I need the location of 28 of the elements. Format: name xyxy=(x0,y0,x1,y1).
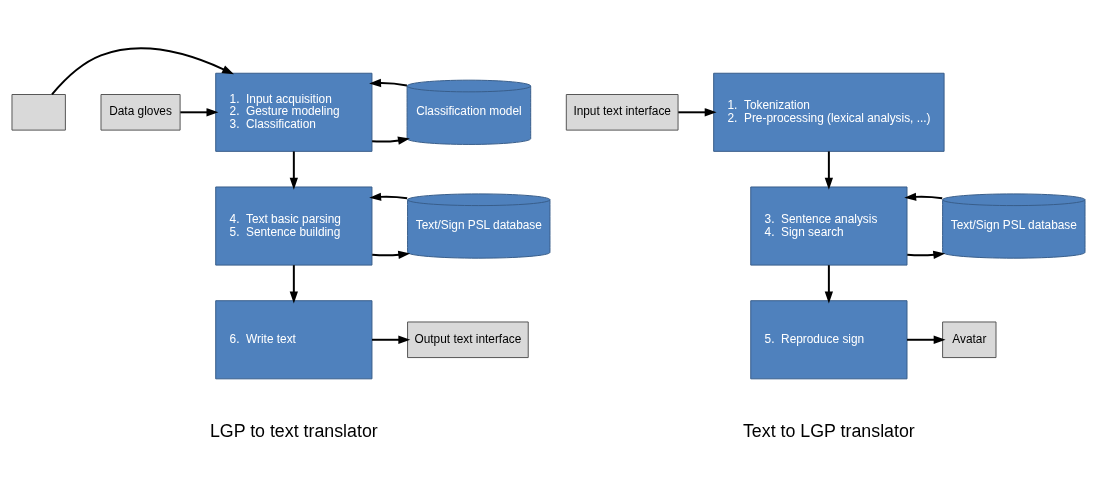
node-box: 1. Input acquisition 2. Gesture modeling 3. Classification xyxy=(215,72,373,152)
arrow xyxy=(824,264,834,304)
node-box: 3. Sentence analysis 4. Sign search xyxy=(750,186,908,266)
node-box: Avatar xyxy=(942,321,997,359)
arrow xyxy=(179,108,219,117)
arrow xyxy=(371,335,411,344)
arrow xyxy=(824,150,834,190)
arrow xyxy=(906,335,946,344)
node-box: 5. Reproduce sign xyxy=(750,300,908,380)
arrow xyxy=(371,250,411,259)
node-box: 1. Tokenization 2. Pre-processing (lexical analysis, ...) xyxy=(713,72,945,152)
arrow xyxy=(51,47,234,96)
node-box: Output text interface xyxy=(407,321,529,359)
arrow xyxy=(904,192,944,201)
arrow xyxy=(371,136,410,145)
arrow xyxy=(289,150,298,190)
arrow xyxy=(677,108,717,117)
node-box: Data gloves xyxy=(100,94,181,131)
node-box: 4. Text basic parsing 5. Sentence building xyxy=(215,186,373,266)
arrow xyxy=(906,250,946,259)
label: LGP to text translator xyxy=(209,420,378,441)
node-box: 6. Write text xyxy=(215,300,373,380)
label: Text to LGP translator xyxy=(742,420,915,441)
arrow xyxy=(369,78,408,88)
arrow xyxy=(369,192,409,201)
arrow xyxy=(289,264,298,304)
node-box: Input text interface xyxy=(565,94,679,131)
node-box xyxy=(11,94,66,131)
